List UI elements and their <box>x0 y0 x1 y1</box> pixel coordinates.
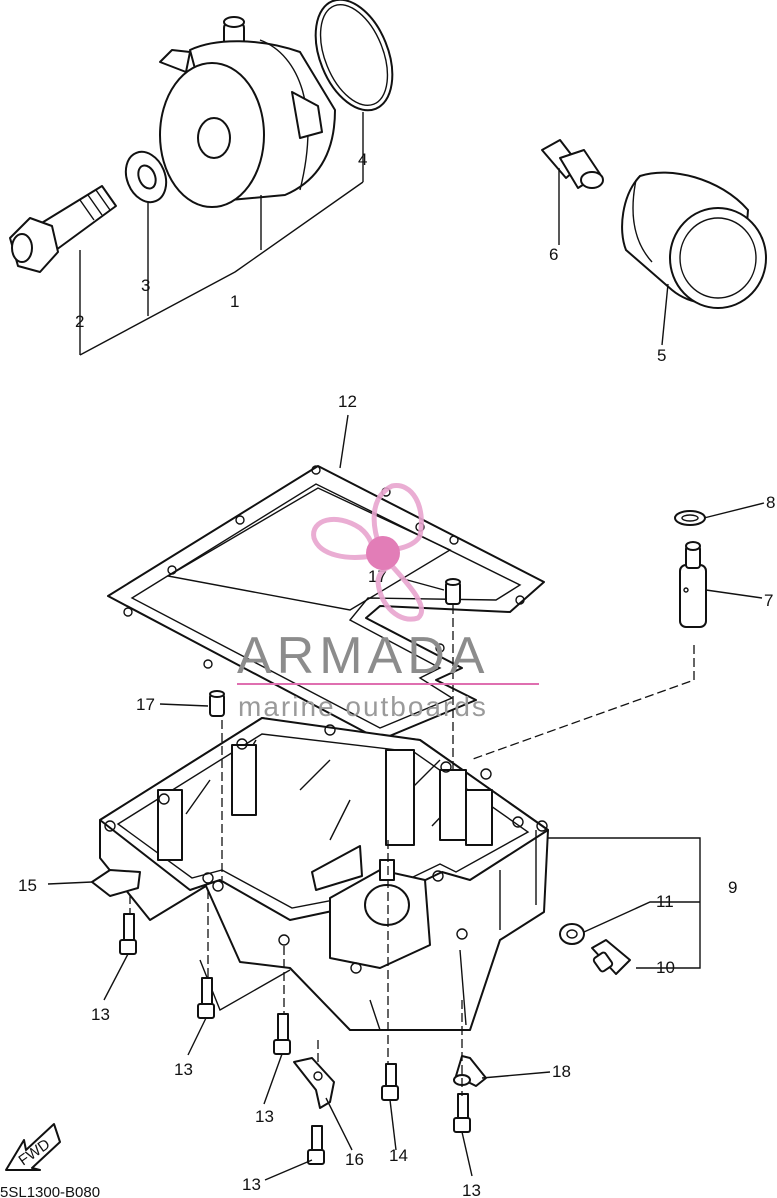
oil-pan-part-9 <box>99 717 549 1031</box>
strainer-part-7 <box>679 541 707 628</box>
callout-9: 9 <box>728 878 737 897</box>
callout-12: 12 <box>338 392 357 411</box>
bolt-part-13 <box>119 913 471 1165</box>
bracket-part-16 <box>293 1057 335 1109</box>
gasket-part-11 <box>559 923 585 945</box>
drain-plug-part-10 <box>591 939 631 975</box>
callout-5: 5 <box>657 346 666 365</box>
callout-13-c: 13 <box>255 1107 274 1126</box>
union-bolt-part-2 <box>9 185 117 273</box>
oil-cooler-part-1 <box>159 16 336 208</box>
dowel-pin-part-17 <box>209 578 461 717</box>
callout-2: 2 <box>75 312 84 331</box>
bolt-part-14 <box>381 1063 399 1101</box>
propeller-hub <box>366 536 400 570</box>
callout-13-b: 13 <box>174 1060 193 1079</box>
oil-filter-part-5 <box>621 171 767 309</box>
bracket-part-15 <box>91 869 141 897</box>
washer-part-3 <box>124 150 168 204</box>
union-bolt-part-6 <box>541 139 604 189</box>
callout-16: 16 <box>345 1150 364 1169</box>
o-ring-part-4 <box>314 0 394 112</box>
callout-10: 10 <box>656 958 675 977</box>
gasket-part-12 <box>107 465 545 741</box>
propeller-blade <box>375 563 425 622</box>
callout-18: 18 <box>552 1062 571 1081</box>
callout-8: 8 <box>766 493 775 512</box>
bracket-part-18 <box>453 1055 487 1087</box>
callout-13-a: 13 <box>91 1005 110 1024</box>
callout-15: 15 <box>18 876 37 895</box>
propeller-blade <box>311 516 375 560</box>
callout-3: 3 <box>141 276 150 295</box>
watermark-rule <box>237 683 539 685</box>
callout-1: 1 <box>230 292 239 311</box>
leader-lines <box>47 112 765 1181</box>
callout-4: 4 <box>358 150 367 169</box>
callout-6: 6 <box>549 245 558 264</box>
propeller-blade <box>371 483 424 552</box>
callout-11: 11 <box>656 892 674 911</box>
callout-13-d: 13 <box>242 1175 261 1194</box>
callout-14: 14 <box>389 1146 408 1165</box>
armada-logo <box>311 483 425 622</box>
watermark-subtitle: marine outboards <box>238 691 488 722</box>
fwd-arrow-icon <box>5 1123 61 1171</box>
assembly-lines <box>129 605 695 1096</box>
callout-17-b: 17 <box>136 695 155 714</box>
callout-13-e: 13 <box>462 1181 481 1198</box>
watermark-title: ARMADA <box>237 627 489 685</box>
callout-7: 7 <box>764 591 773 610</box>
diagram-code: 5SL1300-B080 <box>0 1184 100 1198</box>
o-ring-part-8 <box>674 510 706 526</box>
